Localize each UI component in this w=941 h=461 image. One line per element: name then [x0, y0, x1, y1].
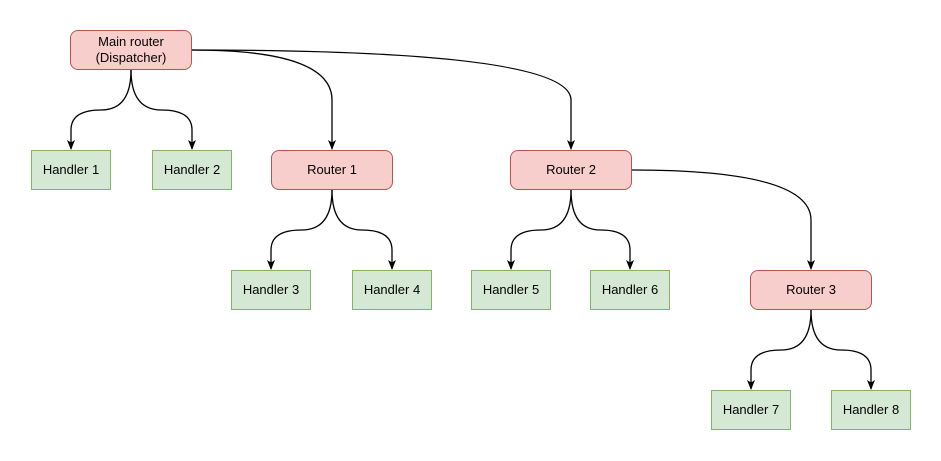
node-r3: Router 3 — [750, 270, 872, 310]
node-label: Router 3 — [786, 281, 836, 297]
node-r2: Router 2 — [510, 150, 632, 190]
edge-r1-h3 — [267, 189, 333, 270]
node-h2: Handler 2 — [152, 150, 232, 190]
edge-r2-h5 — [507, 189, 572, 270]
edge-main-r1 — [191, 49, 336, 150]
node-h7: Handler 7 — [711, 390, 791, 430]
node-h6: Handler 6 — [590, 270, 670, 310]
node-label: Handler 3 — [242, 281, 300, 297]
node-label: Main router (Dispatcher) — [95, 33, 167, 65]
node-label: Handler 1 — [42, 161, 100, 177]
node-label: Handler 8 — [842, 401, 900, 417]
node-h8: Handler 8 — [831, 390, 911, 430]
edge-r3-h7 — [747, 309, 812, 390]
edge-r2-r3 — [631, 169, 815, 270]
edge-r1-h4 — [331, 189, 396, 270]
node-r1: Router 1 — [271, 150, 393, 190]
node-label: Handler 5 — [482, 281, 540, 297]
edge-main-r2 — [191, 49, 575, 150]
node-label: Router 2 — [546, 161, 596, 177]
node-label: Handler 7 — [722, 401, 780, 417]
edge-r3-h8 — [810, 309, 875, 390]
node-h4: Handler 4 — [352, 270, 432, 310]
node-h3: Handler 3 — [231, 270, 311, 310]
node-label: Handler 6 — [601, 281, 659, 297]
node-h1: Handler 1 — [31, 150, 111, 190]
edge-main-h2 — [130, 69, 196, 150]
edge-main-h1 — [67, 69, 132, 150]
node-label: Handler 2 — [163, 161, 221, 177]
node-label: Handler 4 — [363, 281, 421, 297]
node-label: Router 1 — [307, 161, 357, 177]
edge-r2-h6 — [570, 189, 634, 270]
node-h5: Handler 5 — [471, 270, 551, 310]
node-main: Main router (Dispatcher) — [70, 30, 192, 70]
